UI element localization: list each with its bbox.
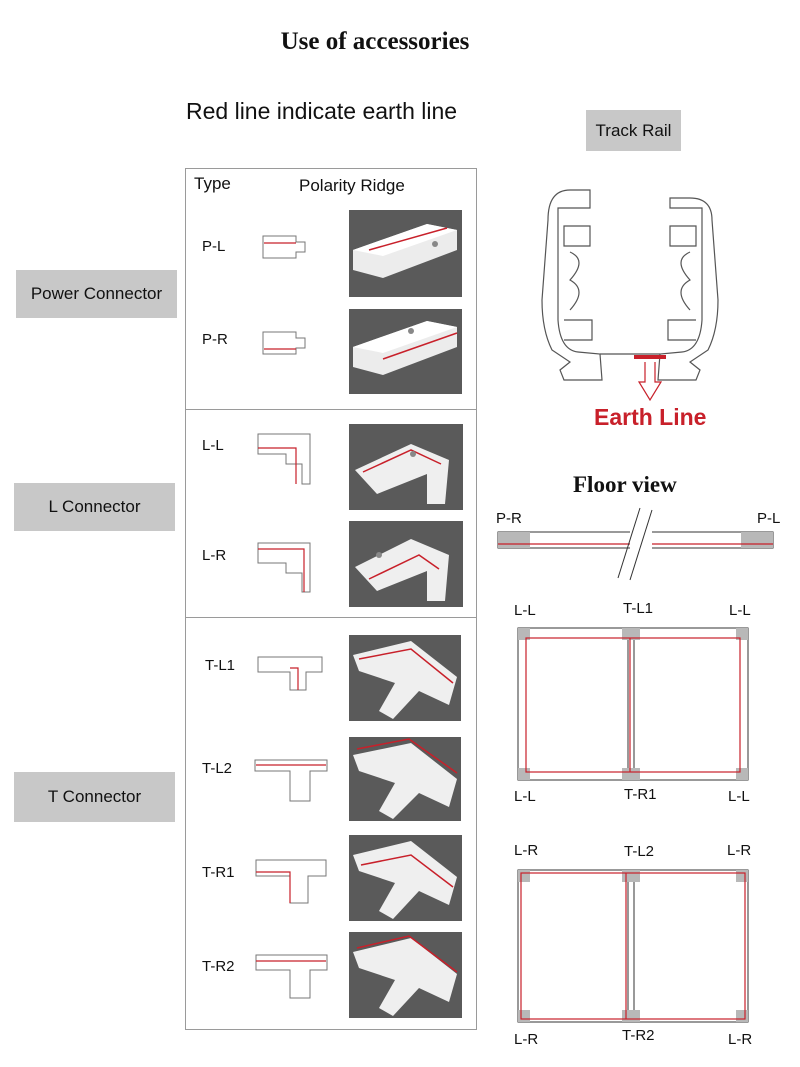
type-label-l-l: L-L	[202, 437, 224, 454]
p-l-photo	[349, 210, 462, 297]
p-l-schematic	[262, 235, 306, 259]
grid-bottom-label: L-R	[514, 842, 539, 859]
floor-grid-bottom	[517, 869, 749, 1023]
track-rail-cross-section	[541, 189, 719, 402]
t-r1-schematic	[255, 859, 327, 904]
grid-top-label: L-L	[514, 788, 536, 805]
subtitle: Red line indicate earth line	[186, 98, 458, 124]
earth-mark	[258, 548, 305, 592]
l-connector-tag: L Connector	[14, 483, 175, 531]
type-label-t-r1: T-R1	[202, 864, 235, 881]
grid-bottom-label: L-R	[514, 1031, 539, 1048]
connector-table	[185, 168, 477, 1030]
l-r-photo	[349, 521, 463, 607]
power-connector-tag: Power Connector	[16, 270, 177, 318]
grid-top-label: T-R1	[624, 786, 657, 803]
grid-bottom-label: T-R2	[622, 1027, 655, 1044]
grid-top-label: L-L	[728, 788, 750, 805]
t-r2-photo	[349, 932, 462, 1018]
earth-mark	[256, 871, 291, 903]
t-l2-photo	[349, 737, 461, 821]
grid-bottom-label: L-R	[727, 842, 752, 859]
type-label-t-l1: T-L1	[205, 657, 236, 674]
floor-view-title: Floor view	[573, 472, 677, 497]
track-rail-tag: Track Rail	[586, 110, 681, 151]
type-label-p-r: P-R	[202, 331, 228, 348]
grid-bottom-label: L-R	[728, 1031, 753, 1048]
l-r-schematic	[257, 542, 311, 593]
t-connector-tag: T Connector	[14, 772, 175, 822]
type-label-t-r2: T-R2	[202, 958, 235, 975]
table-divider	[185, 409, 477, 410]
floor-grid-top	[517, 627, 749, 781]
grid-top-label: L-L	[514, 602, 536, 619]
grid-top-label: T-L1	[623, 600, 654, 617]
t-l2-schematic	[254, 759, 328, 802]
table-divider	[185, 617, 477, 618]
floor-strip	[497, 507, 774, 581]
page-title: Use of accessories	[280, 28, 470, 55]
l-l-photo	[349, 424, 463, 510]
earth-mark	[290, 667, 299, 690]
type-header: Type	[194, 174, 231, 193]
type-label-p-l: P-L	[202, 238, 226, 255]
t-l1-schematic	[257, 656, 323, 691]
type-label-l-r: L-R	[202, 547, 227, 564]
polarity-ridge-header: Polarity Ridge	[299, 176, 405, 195]
type-label-t-l2: T-L2	[202, 760, 233, 777]
t-r2-schematic	[255, 954, 328, 999]
earth-mark	[258, 447, 297, 484]
t-l1-photo	[349, 635, 461, 721]
grid-bottom-label: T-L2	[624, 843, 655, 860]
earth-line-label: Earth Line	[594, 404, 707, 430]
grid-top-label: L-L	[729, 602, 751, 619]
p-r-schematic	[262, 331, 306, 355]
t-r1-photo	[349, 835, 462, 921]
p-r-photo	[349, 309, 462, 394]
strip-label-left: P-R	[496, 510, 522, 527]
l-l-schematic	[257, 433, 311, 485]
strip-label-right: P-L	[757, 510, 781, 527]
